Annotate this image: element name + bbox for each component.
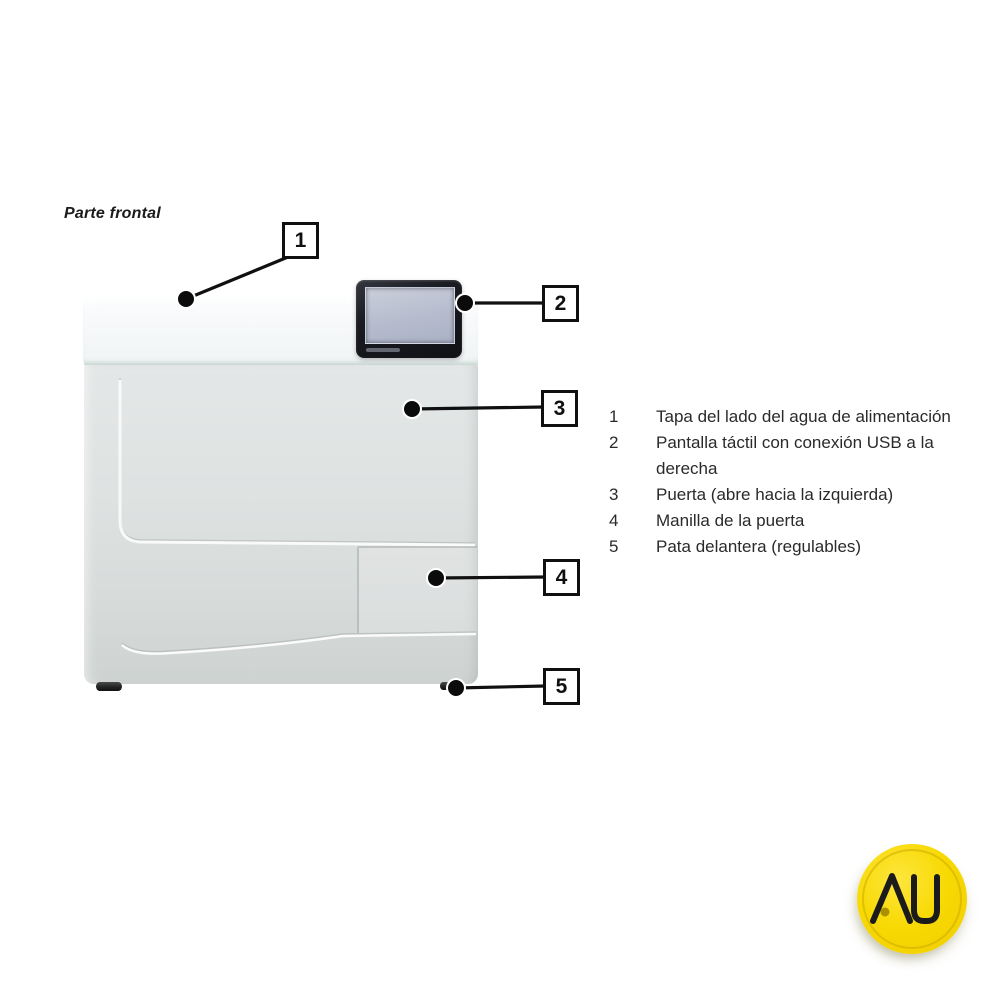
legend-item-3: 3 Puerta (abre hacia la izquierda): [609, 482, 954, 508]
front-foot-left: [96, 682, 122, 691]
lid-body-seam: [84, 361, 478, 365]
legend-item-label: Tapa del lado del agua de alimentación: [656, 407, 951, 426]
brand-logo: [857, 844, 967, 954]
touchscreen-display: [356, 280, 462, 358]
callout-number-1: 1: [294, 228, 307, 252]
callout-box-1: 1: [282, 222, 319, 259]
legend-item-1: 1 Tapa del lado del agua de alimentación: [609, 404, 954, 430]
legend-item-4: 4 Manilla de la puerta: [609, 508, 954, 534]
legend-item-number: 3: [609, 485, 619, 504]
legend-item-number: 2: [609, 433, 619, 452]
legend-item-label: Pata delantera (regulables): [656, 537, 862, 556]
bezel-brand-mark: [366, 348, 400, 352]
device-body-door: [84, 365, 478, 684]
legend-item-number: 4: [609, 511, 619, 530]
legend-item-2: 2 Pantalla táctil con conexión USB a la …: [609, 430, 954, 482]
leader-line-5: [455, 684, 546, 690]
legend-item-5: 5 Pata delantera (regulables): [609, 534, 954, 560]
front-foot-right: [440, 682, 460, 690]
callout-box-4: 4: [543, 559, 580, 596]
callout-box-2: 2: [542, 285, 579, 322]
door-handle-panel: [359, 547, 477, 633]
callout-box-5: 5: [543, 668, 580, 705]
legend-item-number: 5: [609, 537, 619, 556]
legend-item-label: Manilla de la puerta: [656, 511, 805, 530]
legend-item-number: 1: [609, 407, 619, 426]
parts-legend: 1 Tapa del lado del agua de alimentación…: [609, 404, 954, 560]
legend-item-label: Puerta (abre hacia la izquierda): [656, 485, 894, 504]
door-crease-lines: [118, 378, 477, 655]
page-title: Parte frontal: [64, 205, 161, 222]
callout-box-3: 3: [541, 390, 578, 427]
callout-number-4: 4: [555, 565, 568, 589]
callout-number-2: 2: [554, 291, 567, 315]
au-monogram-icon: [870, 873, 940, 924]
touchscreen-glass: [365, 287, 455, 344]
callout-number-5: 5: [555, 674, 568, 698]
legend-item-label: Pantalla táctil con conexión USB a la de…: [656, 433, 934, 478]
callout-number-3: 3: [553, 396, 566, 420]
